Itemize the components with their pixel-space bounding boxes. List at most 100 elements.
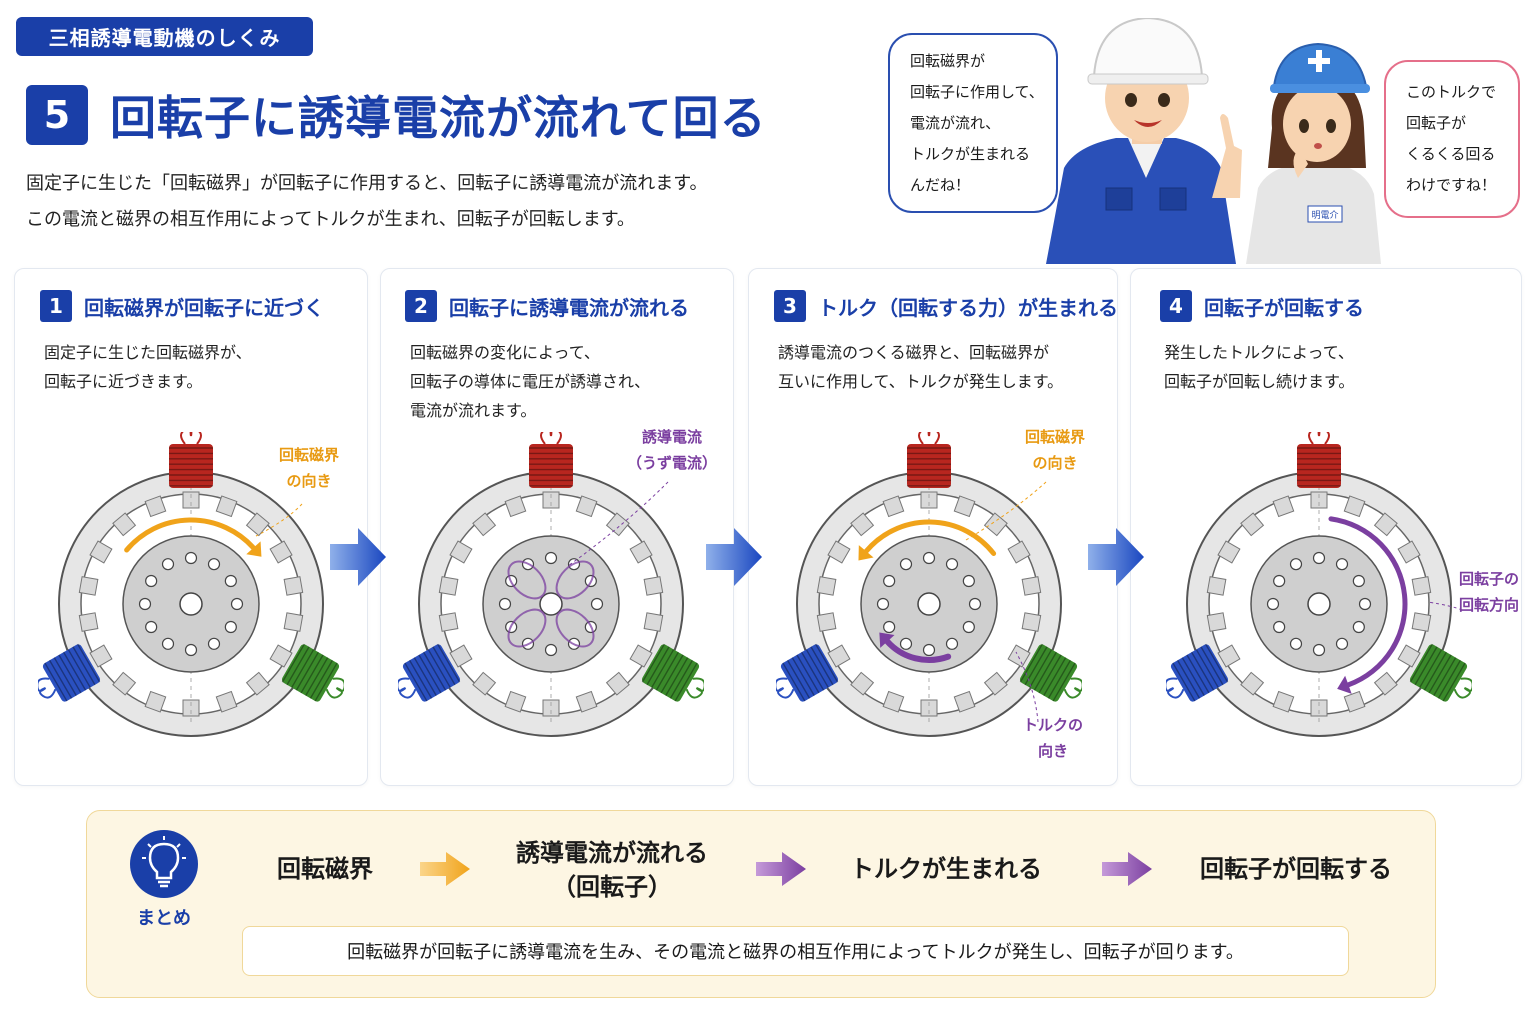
- stator-tooth: [542, 491, 560, 509]
- rotor-bar-hole: [968, 597, 982, 611]
- flow-line: 回転磁界: [277, 855, 373, 883]
- leader-line: [1015, 651, 1039, 723]
- coil-winding: [72, 646, 96, 686]
- coil-winding: [291, 649, 315, 688]
- stator-tooth: [1397, 644, 1421, 668]
- eddy-current-loop: [507, 560, 547, 600]
- coil-green-phase: [1409, 643, 1472, 702]
- tooth-shape: [953, 690, 976, 713]
- rotor-bar-hole: [138, 597, 152, 611]
- rotor-bar-hole: [544, 643, 558, 657]
- coil-body: [641, 644, 700, 702]
- rotor-bar-hole: [962, 620, 975, 634]
- stator-tooth: [827, 540, 851, 564]
- tooth-shape: [1373, 671, 1398, 696]
- rotor-bar-hole: [945, 637, 959, 650]
- tooth-shape: [1206, 576, 1227, 596]
- coil-winding: [418, 654, 442, 694]
- shaft-hole: [179, 592, 203, 616]
- coil-lead: [927, 432, 940, 445]
- coil-lead: [1308, 432, 1321, 445]
- coil-winding: [309, 659, 334, 699]
- stator-tooth: [850, 512, 875, 537]
- desc-line: 電流が流れます。: [410, 401, 537, 420]
- coil-body: [780, 644, 839, 702]
- annotation-torque-direction: トルクの 向き: [1010, 712, 1096, 764]
- coil-lead: [1166, 677, 1178, 692]
- stator-tooth: [983, 671, 1008, 696]
- intro-text: 固定子に生じた「回転磁界」が回転子に作用すると、回転子に誘導電流が流れます。 こ…: [26, 166, 707, 238]
- tooth-shape: [1217, 644, 1241, 668]
- tooth-shape: [472, 671, 497, 696]
- arrow-right-icon: [756, 852, 806, 886]
- tooth-shape: [816, 612, 837, 632]
- coil-winding: [422, 651, 447, 691]
- stator-tooth: [1411, 612, 1432, 632]
- tooth-shape: [215, 495, 238, 518]
- coil-winding: [1019, 643, 1043, 683]
- stator-tooth: [215, 495, 238, 518]
- tooth-shape: [283, 576, 304, 596]
- flow-item-3: トルクが生まれる: [826, 852, 1066, 886]
- annotation-line: （うず電流）: [626, 454, 717, 472]
- tooth-shape: [1310, 699, 1328, 717]
- coil-winding: [62, 651, 87, 691]
- tooth-shape: [182, 699, 200, 717]
- stator-tooth: [1272, 690, 1295, 713]
- stator-tooth: [283, 612, 304, 632]
- coil-winding: [295, 651, 320, 691]
- step-arrow-icon: [706, 528, 762, 586]
- coil-body: [529, 444, 573, 488]
- rotor-bar-hole: [184, 643, 198, 657]
- rotor-bar-hole: [498, 597, 512, 611]
- coil-body: [1297, 444, 1341, 488]
- eddy-current-loop: [555, 608, 595, 648]
- stator-tooth: [816, 612, 837, 632]
- stator-tooth: [144, 690, 167, 713]
- coil-winding: [281, 643, 305, 683]
- tooth-shape: [1343, 690, 1366, 713]
- coil-winding: [1428, 654, 1452, 694]
- field-direction-arrow: [124, 517, 256, 553]
- shaft-hole: [917, 592, 941, 616]
- lightbulb-icon: [130, 830, 198, 898]
- leader-line: [255, 503, 303, 537]
- stator-tooth: [472, 512, 497, 537]
- stator-tooth: [215, 690, 238, 713]
- coil-lead: [189, 432, 202, 445]
- desc-line: 回転子が回転し続けます。: [1164, 372, 1355, 391]
- stator-tooth: [1310, 699, 1328, 717]
- coil-lead: [549, 432, 562, 445]
- stator-tooth: [605, 671, 630, 696]
- coil-winding: [796, 654, 820, 694]
- coil-green-phase: [281, 643, 344, 702]
- step-2-number: 2: [405, 290, 437, 322]
- tooth-shape: [1007, 644, 1031, 668]
- tooth-shape: [245, 512, 270, 537]
- female-engineer-figure: 明電介: [1246, 42, 1381, 264]
- tooth-shape: [542, 491, 560, 509]
- desc-line: 互いに作用して、トルクが発生します。: [778, 372, 1064, 391]
- eddy-current-loop: [555, 560, 595, 600]
- stator-tooth: [1272, 495, 1295, 518]
- stator-tooth: [144, 495, 167, 518]
- rotor-bar-hole: [899, 558, 913, 571]
- rotor-bar-hole: [945, 558, 959, 571]
- coil-winding: [305, 657, 329, 697]
- coil-winding: [53, 657, 77, 697]
- page-title: 5 回転子に誘導電流が流れて回る: [26, 82, 767, 148]
- rotor-bar-hole: [184, 551, 198, 565]
- coil-winding: [1409, 643, 1433, 683]
- coil-red-phase: [529, 432, 573, 488]
- tooth-shape: [144, 690, 167, 713]
- bubble-line: わけですね！: [1406, 176, 1497, 194]
- rotor-bar-hole: [224, 620, 237, 634]
- tooth-shape: [144, 495, 167, 518]
- title-number: 5: [26, 85, 88, 145]
- coil-winding: [669, 659, 694, 699]
- stator-tooth: [1373, 512, 1398, 537]
- motor-diagram-2: [398, 432, 704, 737]
- step-3-number: 3: [774, 290, 806, 322]
- stator-tooth: [1343, 495, 1366, 518]
- tooth-shape: [1397, 644, 1421, 668]
